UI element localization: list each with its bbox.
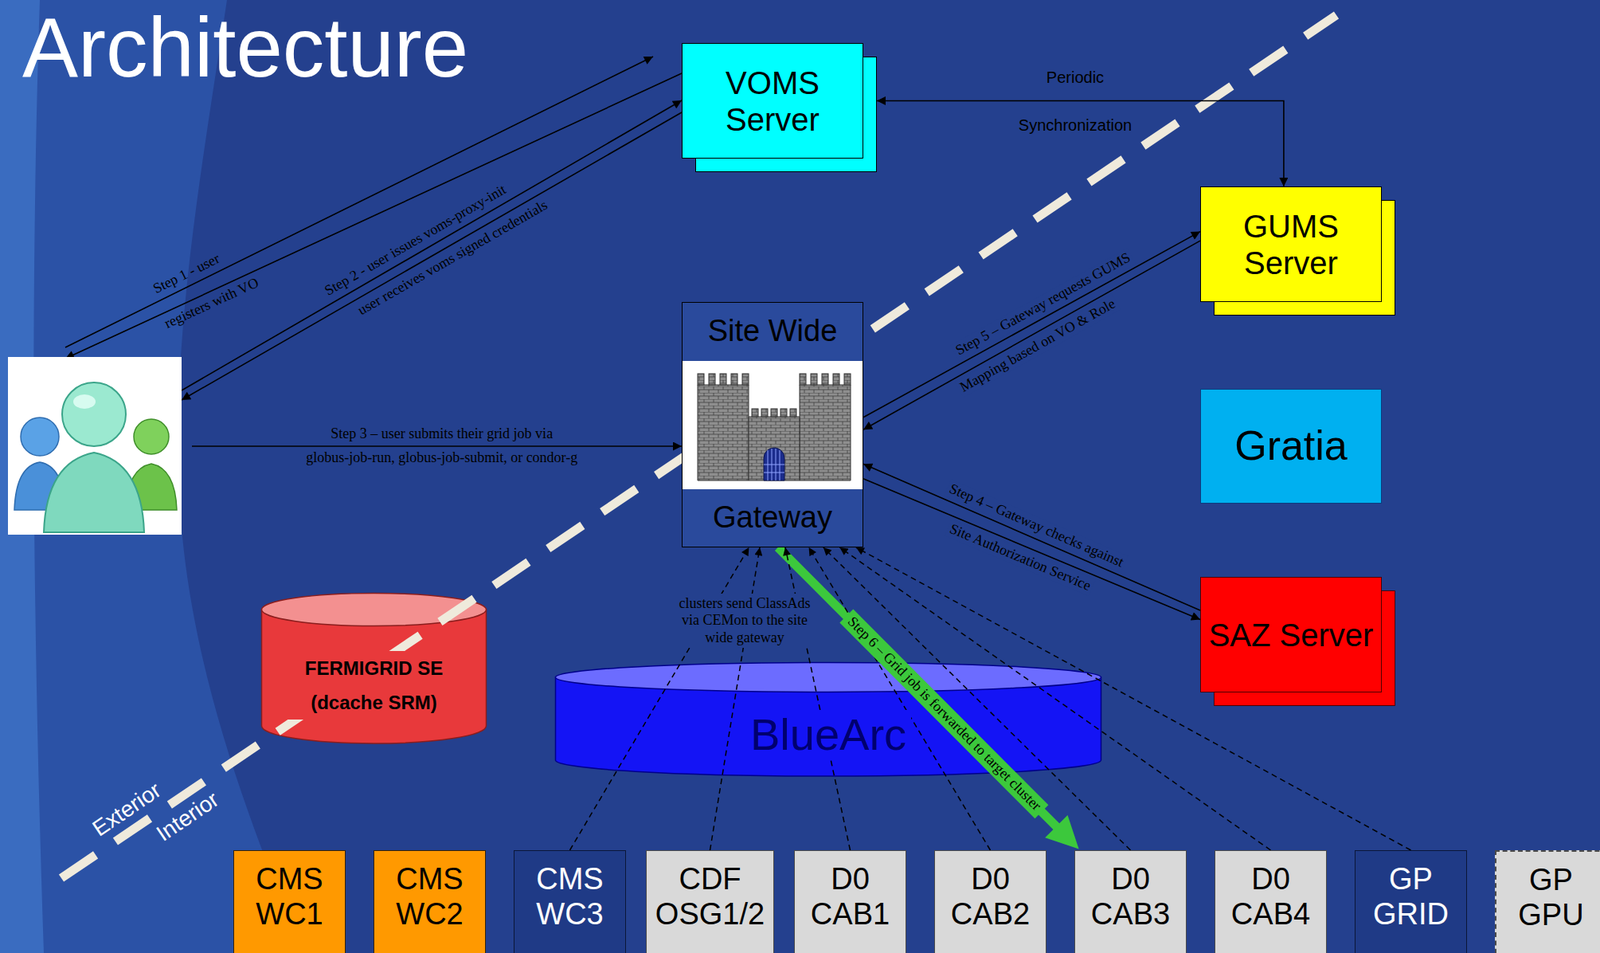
- crenel: [708, 373, 716, 385]
- user-arrow: [181, 100, 682, 391]
- user-body: [43, 452, 145, 533]
- cylinder-top: [262, 593, 487, 626]
- server-box: SAZ Server: [1200, 576, 1382, 693]
- node-label: GP GRID: [1360, 861, 1462, 932]
- gate-grille: [763, 448, 785, 481]
- node-label: CMS WC3: [519, 861, 621, 932]
- user-arrow: [65, 56, 654, 348]
- node-label: CMS WC2: [379, 861, 481, 932]
- cylinder-body: [262, 609, 487, 744]
- crenel: [731, 373, 738, 385]
- cluster-box: GP GPU: [1494, 849, 1600, 953]
- cluster-box: GP GRID: [1354, 849, 1467, 953]
- user-head: [62, 382, 126, 446]
- cluster-box: D0 CAB3: [1074, 849, 1187, 953]
- node-label: CDF OSG1/2: [651, 861, 769, 932]
- castle-panel: [682, 360, 863, 489]
- crenel: [719, 373, 727, 385]
- castle-gate: [763, 447, 785, 481]
- storage-cylinder: FERMIGRID SE (dcache SRM): [260, 591, 488, 744]
- node-label: Gratia: [1234, 422, 1348, 470]
- node-label: D0 CAB1: [799, 861, 901, 932]
- node-label: GP GPU: [1501, 862, 1600, 932]
- user-highlight: [73, 394, 96, 409]
- user-head: [20, 417, 59, 456]
- crenel: [790, 408, 797, 417]
- user-arrow: [191, 445, 682, 447]
- crenel: [810, 373, 818, 385]
- crenel: [799, 373, 806, 385]
- note-label: globus-job-run, globus-job-submit, or co…: [305, 449, 578, 467]
- service-box: Gratia: [1200, 388, 1382, 504]
- server-box: VOMS Server: [681, 43, 864, 159]
- castle-walls: [697, 373, 851, 481]
- crenel: [780, 408, 787, 417]
- castle-tower: [697, 384, 749, 481]
- crenel: [833, 373, 840, 385]
- message-arrow: [863, 240, 1201, 430]
- node-label: D0 CAB2: [939, 861, 1041, 932]
- message-arrow: [863, 231, 1201, 418]
- node-label: SAZ Server: [1208, 616, 1374, 654]
- node-label: BlueArc: [745, 709, 912, 759]
- storage-cylinder: BlueArc: [554, 661, 1103, 776]
- crenel: [761, 408, 768, 417]
- node-label: Gateway: [682, 488, 863, 547]
- node-label: D0 CAB3: [1079, 861, 1182, 932]
- node-label: CMS WC1: [238, 861, 341, 932]
- users-icon: [7, 356, 182, 535]
- node-label: VOMS Server: [687, 64, 858, 138]
- exterior-interior-boundary: [61, 15, 1337, 878]
- user-head: [133, 418, 169, 454]
- node-label: Site Wide: [682, 302, 863, 360]
- gateway-box: Site Wide: [681, 301, 864, 548]
- message-arrow: [863, 478, 1201, 620]
- cluster-box: D0 CAB4: [1214, 849, 1327, 953]
- edge-label: Site Authorization Service: [945, 519, 1096, 596]
- crenel: [821, 373, 829, 385]
- castle-icon: [682, 360, 865, 489]
- node-label: GUMS Server: [1205, 207, 1377, 282]
- cluster-box: CMS WC1: [233, 849, 346, 953]
- user-arrow: [181, 112, 682, 400]
- note-label: Step 3 – user submits their grid job via: [330, 425, 553, 443]
- slide-title: Architecture: [22, 1, 469, 94]
- message-arrow: [876, 101, 1284, 188]
- cluster-box: D0 CAB1: [794, 849, 907, 953]
- background-swoosh: [0, 0, 303, 953]
- cluster-box: CDF OSG1/2: [645, 849, 775, 953]
- edge-label: Periodic Synchronization: [995, 53, 1155, 149]
- node-label: FERMIGRID SE (dcache SRM): [266, 650, 482, 720]
- user-arrow: [65, 73, 682, 359]
- cluster-box: CMS WC3: [513, 849, 626, 953]
- icon-background: [7, 356, 182, 535]
- message-arrow: [863, 463, 1201, 611]
- crenel: [844, 373, 851, 385]
- crenel: [770, 408, 778, 417]
- cylinder-top: [555, 662, 1102, 693]
- castle-wall: [748, 416, 800, 481]
- cluster-box: D0 CAB2: [934, 849, 1047, 953]
- crenel: [697, 373, 705, 385]
- cluster-box: CMS WC2: [373, 849, 486, 953]
- castle-tower: [799, 384, 851, 481]
- node-label: D0 CAB4: [1220, 861, 1322, 932]
- crenel: [751, 408, 759, 417]
- crenel: [742, 373, 749, 385]
- server-box: GUMS Server: [1200, 186, 1382, 302]
- note-label: clusters send ClassAds via CEMon to the …: [675, 593, 815, 649]
